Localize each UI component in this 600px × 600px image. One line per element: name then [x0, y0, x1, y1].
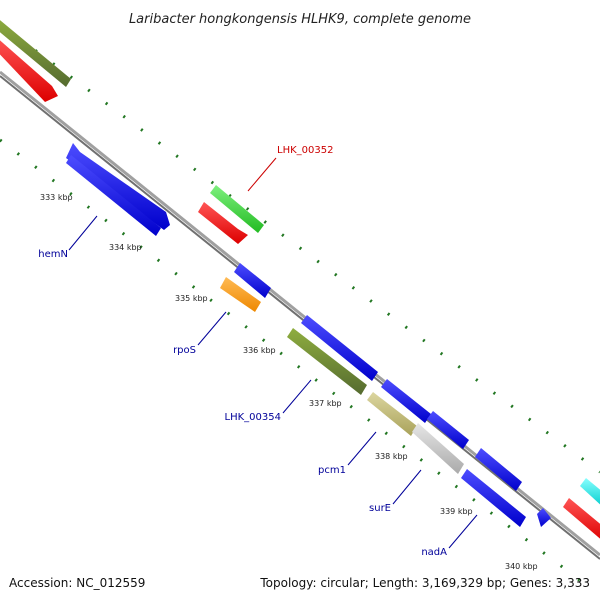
leader-line-pcm1 [347, 431, 377, 466]
backbone-line-inner [0, 75, 600, 560]
tick-tracks [0, 22, 600, 590]
leader-line-surE [392, 469, 422, 505]
gene-nadA[interactable] [461, 469, 526, 527]
gene-blue-338[interactable] [427, 411, 469, 449]
gene-rpoS-blue[interactable] [234, 263, 271, 298]
gene-blue-337[interactable] [381, 379, 431, 423]
gene-red-right[interactable] [563, 498, 600, 542]
gene-red-top[interactable] [0, 36, 58, 102]
gene-blue-336[interactable] [301, 315, 378, 381]
kbp-label: 336 kbp [243, 346, 276, 355]
kbp-label: 338 kbp [375, 452, 408, 461]
gene-rpoS[interactable] [220, 277, 261, 312]
gene-pcm1[interactable] [367, 392, 417, 436]
gene-label-pcm1[interactable]: pcm1 [318, 465, 346, 476]
kbp-label: 334 kbp [109, 243, 142, 252]
kbp-label: 337 kbp [309, 399, 342, 408]
gene-hemN-lower[interactable] [66, 155, 161, 236]
leader-line-hemN [68, 215, 98, 251]
leader-line-LHK_00352 [247, 157, 277, 192]
gene-hemN-upper[interactable] [66, 143, 170, 230]
gene-label-nadA[interactable]: nadA [421, 547, 447, 558]
genome-summary: Topology: circular; Length: 3,169,329 bp… [259, 576, 590, 590]
gene-olive-top[interactable] [0, 16, 71, 87]
gene-label-hemN[interactable]: hemN [38, 249, 68, 260]
map-title: Laribacter hongkongensis HLHK9, complete… [129, 12, 471, 27]
gene-labels: LHK_00352 hemN rpoS LHK_00354 pcm1 surE … [38, 145, 447, 558]
gene-label-LHK_00352[interactable]: LHK_00352 [277, 145, 333, 156]
gene-LHK_00352[interactable] [210, 185, 264, 233]
kbp-label: 333 kbp [40, 193, 73, 202]
gene-small-blue[interactable] [537, 508, 551, 527]
kbp-scale: 333 kbp 334 kbp 335 kbp 336 kbp 337 kbp … [40, 193, 538, 571]
gene-cyan-right[interactable] [580, 478, 600, 508]
gene-label-surE[interactable]: surE [369, 503, 391, 514]
gene-blue-339[interactable] [475, 448, 522, 491]
gene-label-LHK_00354[interactable]: LHK_00354 [225, 412, 281, 423]
gene-surE[interactable] [412, 423, 464, 474]
gene-red-mid[interactable] [198, 202, 248, 244]
leader-line-nadA [448, 514, 478, 549]
gene-label-leaders [68, 157, 478, 549]
gene-label-rpoS[interactable]: rpoS [173, 345, 196, 356]
tick-track-outer [0, 22, 600, 474]
gene-LHK_00354[interactable] [287, 328, 367, 395]
kbp-label: 339 kbp [440, 507, 473, 516]
gene-features [0, 16, 600, 542]
tick-track-inner [0, 138, 591, 590]
leader-line-LHK_00354 [282, 379, 312, 414]
kbp-label: 340 kbp [505, 562, 538, 571]
leader-line-rpoS [197, 311, 227, 346]
kbp-label: 335 kbp [175, 294, 208, 303]
accession-text: Accession: NC_012559 [9, 576, 145, 590]
